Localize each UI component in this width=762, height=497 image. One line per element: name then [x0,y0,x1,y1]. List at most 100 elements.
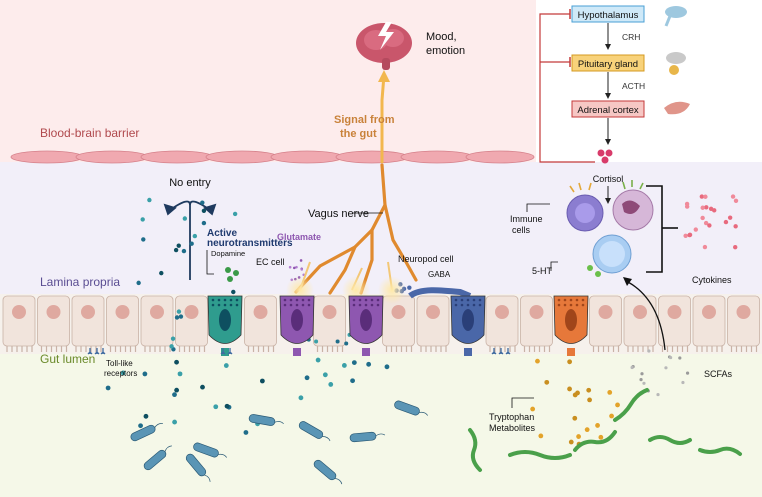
enterocyte [175,295,208,352]
bacteria [87,348,742,485]
bbb-label: Blood-brain barrier [40,126,139,140]
enterocyte [244,295,277,352]
neurotransmitter-dot [344,341,349,346]
tryptophan-dot [530,406,536,412]
hpa-region [536,0,762,162]
enterocyte [313,295,346,352]
bacterium [248,414,284,426]
serotonin-dot [587,265,593,271]
cytokine-dot [693,227,698,232]
cytokine-dot [702,244,708,250]
cytokines-label: Cytokines [692,275,732,285]
cytokine-dot [712,208,717,213]
neurotransmitter-dot [174,359,179,365]
crh-label: CRH [622,32,640,42]
bacterium [193,442,227,458]
neurotransmitter-dot [147,197,152,203]
bbb-endothelium [10,150,535,164]
neurotransmitter-dot [174,387,180,393]
ec-cell [279,295,315,356]
enterocyte [692,295,726,352]
enterocyte [589,295,622,352]
cytokine-dot [707,223,712,228]
neurotransmitter-dot [178,314,184,319]
signal-arrow-head [378,70,390,82]
scfa-dot [647,349,651,353]
hypothalamus-icon [665,6,687,18]
bacterium [313,459,343,485]
neurotransmitter-dot [298,395,304,401]
scfa-dot [678,356,682,360]
green-bacterium [573,430,617,452]
dopamine-label: Dopamine [211,249,245,258]
neurotransmitter-dot [181,248,187,254]
cytokine-dot [703,194,708,199]
tryptophan-dot [567,359,573,365]
neurotransmitter-dot [350,378,355,384]
ec-cell-2 [348,295,384,356]
enteroendocrine-cell [207,295,243,356]
neurotransmitter-dot [189,241,194,246]
tryptophan-dot [535,358,540,364]
pituitary-label: Pituitary gland [578,59,638,70]
enterocyte [382,295,415,352]
gut-lumen-region [0,354,762,497]
toll-like-receptor [87,348,93,355]
green-bacterium [698,446,742,456]
tryptophan-dot [607,390,613,395]
neurotransmitter-dot [192,233,198,239]
neurotransmitter-dot [169,344,174,349]
cytokine-dot [687,232,693,238]
glutamate-dot [293,266,296,270]
cytokine-dot [704,205,709,210]
neurotransmitter-dot [200,384,205,390]
bacterium [394,400,428,416]
cytokine-dot [723,219,729,225]
scfa-dot [639,377,643,382]
neurotransmitter-dot [304,375,310,381]
neuropod-cell [450,295,486,356]
neuropod-process [408,287,472,299]
adrenal-label: Adrenal cortex [577,105,639,116]
scfa-dot [640,372,644,376]
neurotransmitter-dot [174,315,180,320]
tlr-label-1: Toll-like [106,359,133,368]
neurotransmitter-dot [259,378,265,384]
dopamine-dot [225,267,231,273]
5ht-label: 5-HT [532,266,553,276]
scfa-dot [656,392,660,397]
tryptophan-dot [572,415,578,421]
neurotransmitter-dot [322,372,328,378]
neurotransmitter-dot [335,339,340,344]
bacterium [298,421,331,442]
neurotransmitter-dot [105,385,111,391]
enterocyte [2,295,36,352]
signal-label-1: Signal from [334,114,395,126]
green-bacterium [613,388,649,422]
cytokine-dot [684,204,690,209]
neurotransmitter-dot [315,357,321,363]
toll-like-receptor [100,348,106,355]
tryptophan-dot [538,433,544,439]
neurotransmitter-dot [141,237,146,242]
active-nt-label-2: neurotransmitters [207,238,293,249]
signal-arrow [380,74,386,163]
tryptophan-dot [567,386,572,392]
enterocyte [727,295,760,352]
enterocyte [140,295,174,352]
enterocyte [658,295,691,352]
tryptophan-dot [587,397,592,403]
glutamate-dot [300,268,304,271]
pituitary-icon [666,52,686,64]
tryptophan-dot [609,413,614,419]
hypothalamus-label: Hypothalamus [578,10,639,21]
enterocyte [520,295,553,352]
tryptophan-dot [595,423,600,428]
lightning-icon [378,22,394,50]
neurotransmitter-dot [366,361,372,367]
cortisol-label: Cortisol [593,174,624,184]
neurotransmitter-dot [176,309,182,314]
serotonin-cell [553,295,589,356]
neurotransmitter-dot [159,270,164,276]
brain-label-1: Mood, [426,31,457,43]
